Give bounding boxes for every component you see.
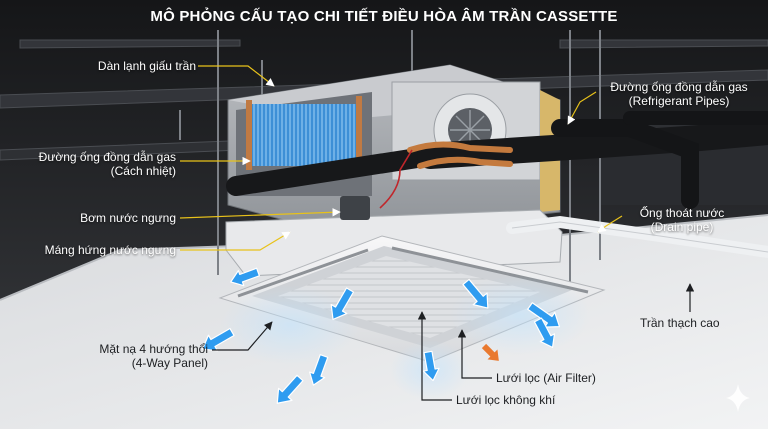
label-drain-pipe-line1: Ống thoát nước <box>639 206 725 220</box>
airflow-arrow <box>276 374 304 404</box>
label-pump-text: Bơm nước ngưng <box>80 211 176 225</box>
leader-panel <box>212 321 273 351</box>
evaporator-coil <box>248 104 360 166</box>
label-panel: Mặt nạ 4 hướng thổi (4-Way Panel) <box>40 342 208 370</box>
label-pump: Bơm nước ngưng <box>30 211 176 225</box>
label-drain-pipe-line2: (Drain pipe) <box>650 220 714 234</box>
leader-lines <box>179 65 695 401</box>
label-ceiling-text: Trần thạch cao <box>640 316 720 330</box>
label-air-filter-vi-text: Lưới lọc không khí <box>456 393 556 407</box>
page-title: MÔ PHỎNG CẤU TẠO CHI TIẾT ĐIỀU HÒA ÂM TR… <box>150 8 618 25</box>
label-air-filter-text: Lưới lọc (Air Filter) <box>496 371 596 385</box>
label-refrigerant-line2: (Refrigerant Pipes) <box>628 94 730 108</box>
insulated-pipes <box>226 111 768 209</box>
airflow-arrow <box>533 317 556 348</box>
label-drain-pipe: Ống thoát nước (Drain pipe) <box>622 206 742 234</box>
label-drain-tray-text: Máng hứng nước ngưng <box>44 243 176 257</box>
leader-air-filter <box>457 329 492 379</box>
label-air-filter-vi: Lưới lọc không khí <box>456 393 596 407</box>
label-indoor-unit: Dàn lạnh giấu trần <box>40 59 196 73</box>
airflow-arrow <box>527 302 561 328</box>
label-pipes-insulated-line2: (Cách nhiệt) <box>110 164 176 178</box>
airflow-arrows <box>201 267 561 404</box>
label-refrigerant-pipes: Đường ống đồng dẫn gas (Refrigerant Pipe… <box>594 80 764 108</box>
label-drain-tray: Máng hứng nước ngưng <box>10 243 176 257</box>
airflow-arrow <box>201 327 235 352</box>
leader-air-filter-vi <box>417 311 452 401</box>
airflow-arrow <box>230 267 260 287</box>
leader-refrigerant <box>567 91 597 125</box>
drain-pump <box>340 196 370 220</box>
label-refrigerant-line1: Đường ống đồng dẫn gas <box>610 80 748 94</box>
airflow-arrow <box>330 287 355 321</box>
label-pipes-insulated: Đường ống đồng dẫn gas (Cách nhiệt) <box>14 150 176 178</box>
leader-pump <box>179 208 341 219</box>
leader-indoor-unit <box>198 65 275 87</box>
label-air-filter: Lưới lọc (Air Filter) <box>496 371 636 385</box>
airflow-arrow <box>422 350 440 382</box>
leader-drain-tray <box>180 231 291 251</box>
sparkle-icon <box>726 384 750 412</box>
filter-intake-arrow <box>481 343 499 361</box>
label-ceiling: Trần thạch cao <box>640 316 750 330</box>
label-indoor-unit-text: Dàn lạnh giấu trần <box>97 59 196 73</box>
leader-drain-pipe <box>597 215 623 233</box>
label-pipes-insulated-line1: Đường ống đồng dẫn gas <box>38 150 176 164</box>
power-wire <box>379 149 413 209</box>
label-panel-line2: (4-Way Panel) <box>131 356 208 370</box>
airflow-arrow <box>462 278 489 309</box>
label-panel-line1: Mặt nạ 4 hướng thổi <box>99 342 208 356</box>
airflow-arrow <box>309 354 329 386</box>
copper-pipes <box>407 141 513 169</box>
